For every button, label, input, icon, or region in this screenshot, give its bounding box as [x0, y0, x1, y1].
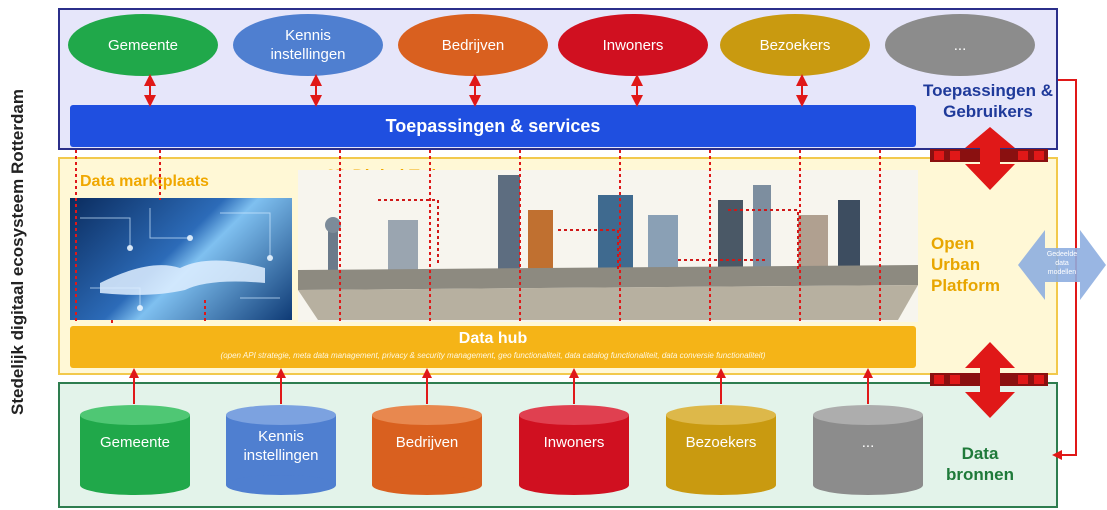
city-digital-twin-image: [298, 170, 918, 322]
layer-interface-top: [930, 127, 1048, 190]
user-ellipse-kennis-instellingen: Kennis instellingen: [233, 14, 383, 76]
handshake-image: [70, 198, 292, 320]
data-marktplaats-label: Data marktplaats: [80, 173, 209, 190]
gedeelde-data-modellen-label: Gedeelde data modellen: [1046, 251, 1078, 276]
data-hub-bar: Data hub (open API strategie, meta data …: [70, 326, 916, 368]
source-cylinder-bedrijven: Bedrijven: [372, 405, 482, 495]
data-hub-subtitle: (open API strategie, meta data managemen…: [220, 351, 766, 360]
data-hub-title: Data hub: [458, 330, 528, 347]
shared-data-models-arrow: [1018, 230, 1106, 300]
open-urban-platform-label: Open Urban Platform: [931, 234, 1000, 295]
data-bronnen-label: Data bronnen: [946, 444, 1014, 484]
source-cylinder-kennis-instellingen: Kennis instellingen: [226, 405, 336, 495]
city-illustration: [298, 170, 918, 322]
source-cylinder-more: ...: [813, 405, 923, 495]
user-ellipse-bezoekers: Bezoekers: [720, 14, 870, 76]
toepassingen-gebruikers-label: Toepassingen & Gebruikers: [922, 81, 1054, 121]
source-cylinder-gemeente: Gemeente: [80, 405, 190, 495]
source-cylinder-inwoners: Inwoners: [519, 405, 629, 495]
source-cylinder-bezoekers: Bezoekers: [666, 405, 776, 495]
services-bar: Toepassingen & services: [70, 105, 916, 147]
user-ellipse-inwoners: Inwoners: [558, 14, 708, 76]
layer-interface-bottom: [930, 342, 1048, 418]
user-ellipse-gemeente: Gemeente: [68, 14, 218, 76]
handshake-illustration: [80, 208, 280, 311]
user-ellipse-more: ...: [885, 14, 1035, 76]
user-ellipse-bedrijven: Bedrijven: [398, 14, 548, 76]
